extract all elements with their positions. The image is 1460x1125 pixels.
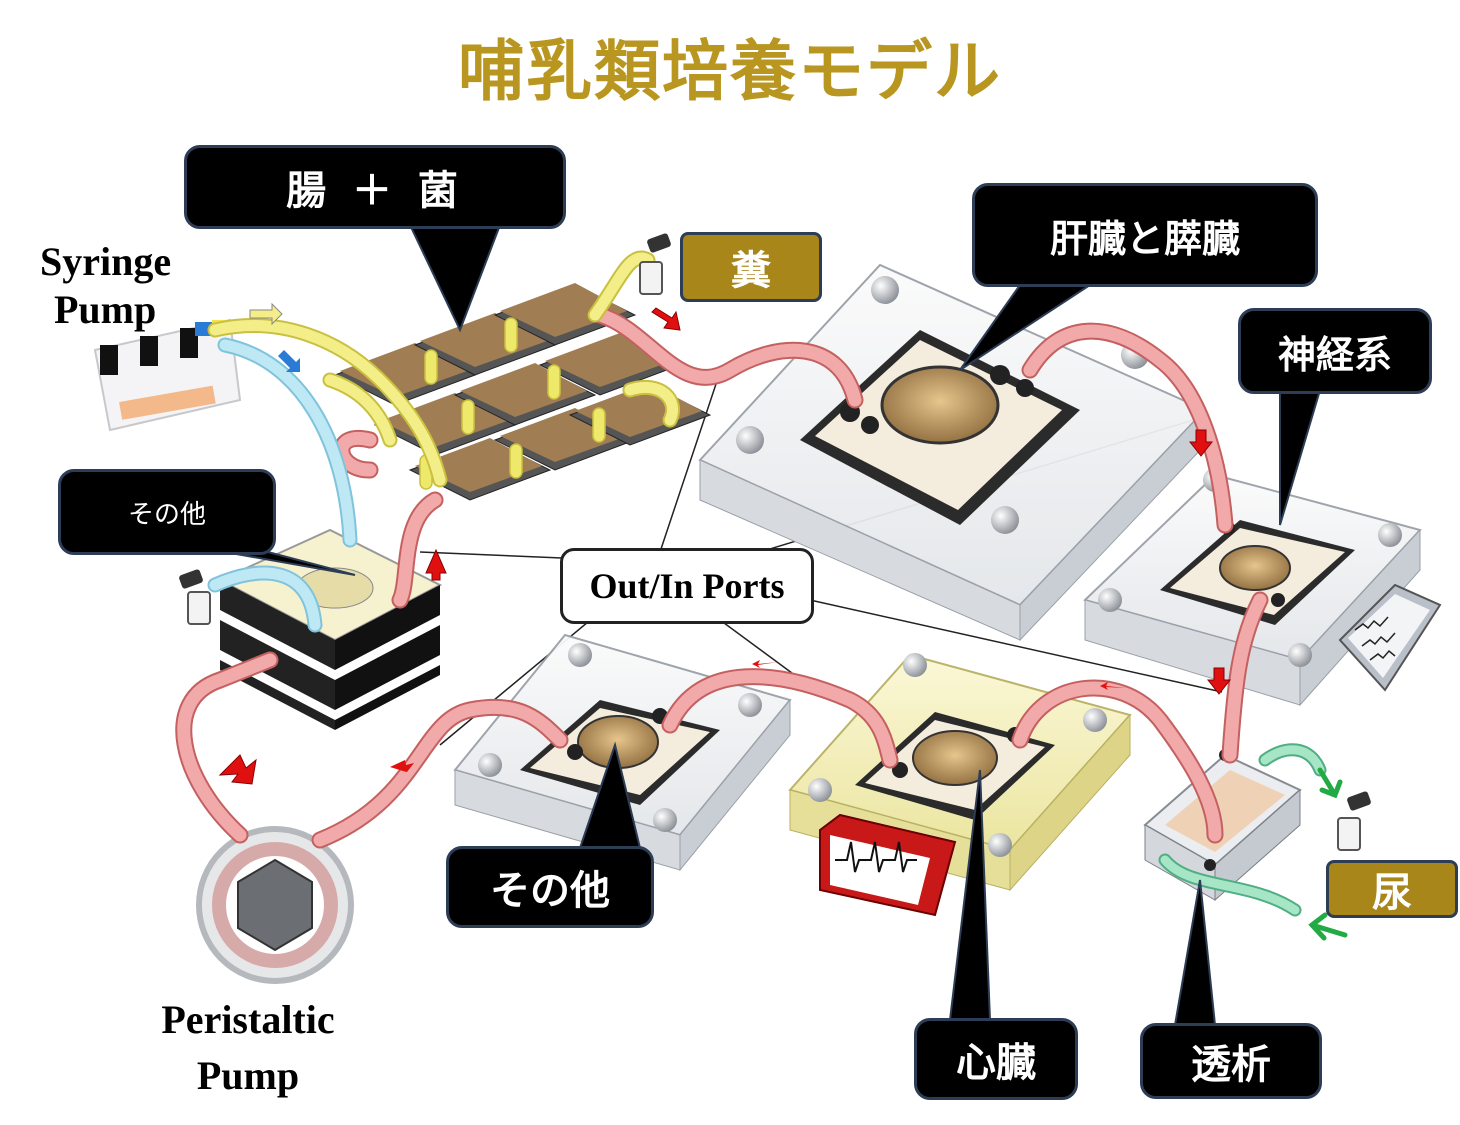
diagram-title: 哺乳類培養モデル bbox=[458, 33, 1002, 110]
syringe-pump-label-line1: Syringe bbox=[40, 239, 172, 284]
callout-gut-bacteria: 腸 ＋ 菌 bbox=[184, 145, 566, 229]
vials bbox=[179, 233, 1371, 851]
callout-heart: 心臓 bbox=[914, 1018, 1078, 1100]
callout-nervous-system: 神経系 bbox=[1238, 308, 1432, 394]
callout-other-top: その他 bbox=[58, 469, 276, 555]
peristaltic-pump-label-line2: Pump bbox=[196, 1053, 300, 1098]
peristaltic-pump-label: Peristaltic Pump bbox=[158, 992, 338, 1104]
peristaltic-pump bbox=[196, 826, 354, 984]
tag-feces: 糞 bbox=[680, 232, 822, 302]
out-in-ports-label: Out/In Ports bbox=[560, 548, 814, 624]
flow-arrows bbox=[218, 302, 1348, 941]
nervous-system-chip bbox=[1083, 468, 1442, 707]
syringe-tubes bbox=[207, 250, 681, 633]
tag-urine: 尿 bbox=[1326, 860, 1458, 918]
syringe-pump-label: Syringe Pump bbox=[40, 238, 171, 334]
circulation-tubes bbox=[175, 306, 1269, 849]
syringe-pump-label-line2: Pump bbox=[54, 287, 157, 332]
syringe-pump bbox=[93, 318, 242, 432]
peristaltic-pump-label-line1: Peristaltic bbox=[161, 997, 335, 1042]
callout-other-bottom: その他 bbox=[446, 846, 654, 928]
callout-liver-pancreas: 肝臓と膵臓 bbox=[972, 183, 1318, 287]
callout-dialysis: 透析 bbox=[1140, 1023, 1322, 1099]
dialysate-tubes bbox=[1158, 743, 1327, 917]
